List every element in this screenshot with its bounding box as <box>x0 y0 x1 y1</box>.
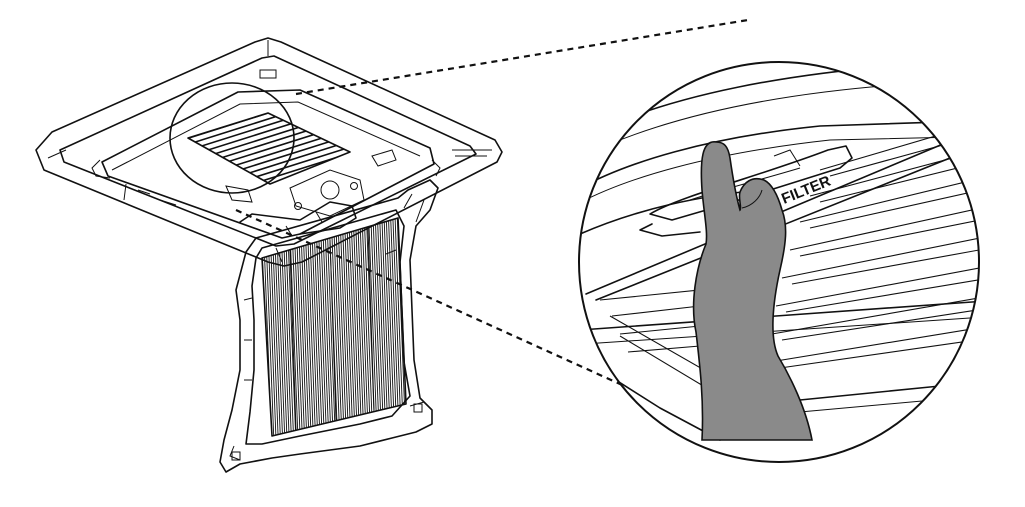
filter-mesh-line <box>402 218 406 436</box>
filter-mesh-line <box>325 218 337 436</box>
filter-mesh-line <box>321 218 333 436</box>
detail-highlight-circle <box>169 82 295 194</box>
filter-mesh-line <box>330 218 342 436</box>
hand-illustration <box>692 141 813 441</box>
air-intake-opening <box>101 89 435 239</box>
filter-mesh-line <box>343 218 355 436</box>
filter-mesh-line <box>410 200 420 460</box>
magnified-detail: FILTER <box>578 61 980 463</box>
leader-line-top <box>295 18 749 96</box>
filter-mesh-line <box>316 218 328 436</box>
inner-grill-slats <box>188 113 350 184</box>
grill-slat <box>188 149 350 184</box>
filter-mesh-line <box>398 218 406 436</box>
filter-mesh-line <box>334 218 346 436</box>
ceiling-panel-outline <box>35 37 503 267</box>
grill-slat <box>188 137 350 184</box>
filter-mesh-line <box>332 218 344 436</box>
filter-mesh-line <box>319 218 331 436</box>
grill-slat <box>188 113 350 151</box>
air-filter-mesh <box>262 200 420 460</box>
magnified-circle-border <box>578 61 980 463</box>
grille-frame-inner <box>245 209 411 445</box>
filter-mesh-line <box>396 218 406 436</box>
indoor-unit-overview <box>35 37 503 473</box>
filter-mesh-line <box>336 218 348 436</box>
filter-mesh-line <box>338 218 350 436</box>
filter-latch <box>649 145 853 221</box>
panel-inner-edge <box>59 55 477 247</box>
filter-mesh-line <box>341 218 353 436</box>
filter-mesh-line <box>262 218 271 436</box>
grille-frame-outline <box>219 179 439 473</box>
filter-mesh-line <box>310 218 322 436</box>
filter-mesh-line <box>391 218 403 436</box>
grill-slat <box>188 167 350 184</box>
grill-slat <box>188 143 350 184</box>
grill-slat <box>188 113 350 145</box>
grill-slat <box>188 155 350 184</box>
filter-mesh-line <box>323 218 335 436</box>
panel-latch <box>259 69 277 79</box>
air-filter <box>261 217 407 437</box>
filter-mesh-line <box>314 218 326 436</box>
filter-mesh-line <box>312 218 324 436</box>
center-screw <box>320 180 340 200</box>
